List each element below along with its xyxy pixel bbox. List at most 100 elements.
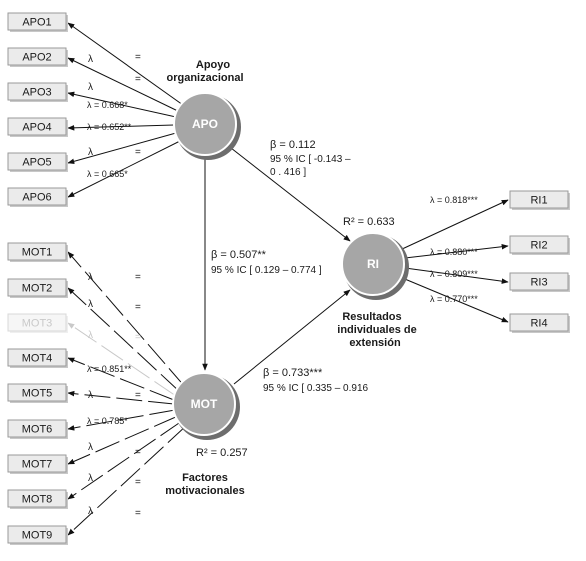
indicator-mot8-label: MOT8 (22, 494, 53, 506)
mot8-eq: = (135, 477, 141, 488)
apo4-loading: λ = 0.652** (87, 122, 132, 132)
indicator-apo2: APO2 (7, 47, 68, 67)
apo-loading-edges (67, 22, 191, 198)
mot8-lambda: λ (88, 473, 93, 484)
latent-apo: APO (173, 92, 241, 160)
apo-title-line2: organizacional (166, 72, 243, 84)
apo2-eq: = (135, 74, 141, 85)
mot-loading-edges (67, 251, 188, 536)
ri-title-line1: Resultados (342, 311, 401, 323)
ri3-loading: λ = 0.809*** (430, 269, 478, 279)
indicator-ri1: RI1 (509, 190, 570, 210)
construct-titles: Apoyo organizacional Factores motivacion… (165, 59, 416, 497)
indicator-mot1: MOT1 (7, 242, 68, 262)
mot1-lambda: λ (88, 272, 93, 283)
indicator-mot8: MOT8 (7, 489, 68, 509)
indicator-mot2-label: MOT2 (22, 283, 53, 295)
edge-apo-apo6 (67, 139, 183, 198)
ri-r-squared: R² = 0.633 (343, 216, 395, 228)
edge-mot-mot3 (67, 322, 177, 397)
edge-apo-apo1 (67, 22, 191, 111)
edge-mot-mot9 (67, 424, 188, 536)
structural-paths (202, 147, 351, 385)
apo-ri-ci-line2: 0 . 416 ] (270, 167, 306, 178)
indicator-apo6: APO6 (7, 187, 68, 207)
path-coefficients: β = 0.112 95 % IC [ -0.143 – 0 . 416 ] β… (196, 139, 395, 459)
mot-indicators: MOT1 MOT2 MOT3 MOT4 MOT5 MOT6 (7, 242, 68, 545)
mot-ri-beta: β = 0.733*** (263, 367, 323, 379)
apo-ri-beta: β = 0.112 (270, 139, 316, 151)
indicator-mot4-label: MOT4 (22, 353, 53, 365)
ri-title-line2: individuales de (337, 324, 416, 336)
apo-ri-ci-line1: 95 % IC [ -0.143 – (270, 154, 351, 165)
mot3-lambda: λ (88, 330, 93, 341)
edge-mot-mot7 (67, 415, 179, 465)
ri2-loading: λ = 0.880*** (430, 247, 478, 257)
apo6-loading: λ = 0.665* (87, 169, 128, 179)
indicator-mot7-label: MOT7 (22, 459, 53, 471)
mot7-lambda: λ (88, 442, 93, 453)
indicator-mot1-label: MOT1 (22, 247, 53, 259)
indicator-mot5: MOT5 (7, 383, 68, 403)
mot-loading-labels: λ = λ = λ = λ = 0.851** λ = λ = 0.785* λ… (87, 272, 141, 519)
indicator-mot3: MOT3 (7, 313, 68, 333)
apo2-lambda: λ (88, 54, 93, 65)
latent-mot-label: MOT (191, 397, 218, 411)
apo1-eq: = (135, 52, 141, 63)
path-mot-ri (233, 289, 351, 385)
indicator-apo5-label: APO5 (22, 157, 51, 169)
apo-mot-ci: 95 % IC [ 0.129 – 0.774 ] (211, 265, 322, 276)
indicator-mot6: MOT6 (7, 419, 68, 439)
apo-title-line1: Apoyo (196, 59, 231, 71)
indicator-apo6-label: APO6 (22, 192, 51, 204)
mot9-lambda: λ (88, 506, 93, 517)
mot-r-squared: R² = 0.257 (196, 447, 248, 459)
mot2-lambda: λ (88, 299, 93, 310)
indicator-mot7: MOT7 (7, 454, 68, 474)
edge-mot-mot4 (67, 357, 175, 401)
indicator-apo3-label: APO3 (22, 87, 51, 99)
edge-mot-mot6 (67, 409, 176, 431)
ri-title-line3: extensión (349, 337, 401, 349)
indicator-mot3-label: MOT3 (22, 318, 53, 330)
indicator-ri3-label: RI3 (530, 277, 547, 289)
edge-mot-mot5 (67, 390, 175, 405)
mot3-eq: = (135, 332, 141, 343)
apo5-lambda: λ (88, 147, 93, 158)
edge-ri-ri3 (404, 267, 509, 284)
latent-ri-label: RI (367, 257, 379, 271)
mot-title-line1: Factores (182, 472, 228, 484)
indicator-mot9-label: MOT9 (22, 530, 53, 542)
edge-apo-apo5 (67, 132, 177, 165)
mot7-eq: = (135, 447, 141, 458)
indicator-apo1-label: APO1 (22, 17, 51, 29)
ri-loading-labels: λ = 0.818*** λ = 0.880*** λ = 0.809*** λ… (430, 195, 478, 304)
apo5-eq: = (135, 147, 141, 158)
mot5-lambda: λ (88, 390, 93, 401)
mot6-loading: λ = 0.785* (87, 416, 128, 426)
indicator-ri3: RI3 (509, 272, 570, 292)
indicator-apo2-label: APO2 (22, 52, 51, 64)
apo3-lambda: λ (88, 82, 93, 93)
indicator-mot5-label: MOT5 (22, 388, 53, 400)
latent-mot: MOT (172, 372, 240, 440)
mot2-eq: = (135, 302, 141, 313)
indicator-apo1: APO1 (7, 12, 68, 32)
mot5-eq: = (135, 390, 141, 401)
edge-mot-mot8 (67, 420, 183, 500)
mot1-eq: = (135, 272, 141, 283)
indicator-ri4-label: RI4 (530, 318, 547, 330)
ri-loading-edges (399, 199, 509, 323)
edge-ri-ri4 (399, 276, 509, 323)
indicator-ri2-label: RI2 (530, 240, 547, 252)
mot4-loading: λ = 0.851** (87, 364, 132, 374)
ri1-loading: λ = 0.818*** (430, 195, 478, 205)
edge-apo-apo2 (67, 57, 183, 114)
edge-mot-mot2 (67, 287, 181, 393)
indicator-apo4-label: APO4 (22, 122, 51, 134)
edge-apo-apo3 (67, 91, 177, 118)
indicator-mot6-label: MOT6 (22, 424, 53, 436)
apo-loading-labels: = λ = λ λ = 0.668* λ = 0.652** λ = λ = 0… (87, 52, 141, 179)
edge-mot-mot1 (67, 251, 187, 389)
